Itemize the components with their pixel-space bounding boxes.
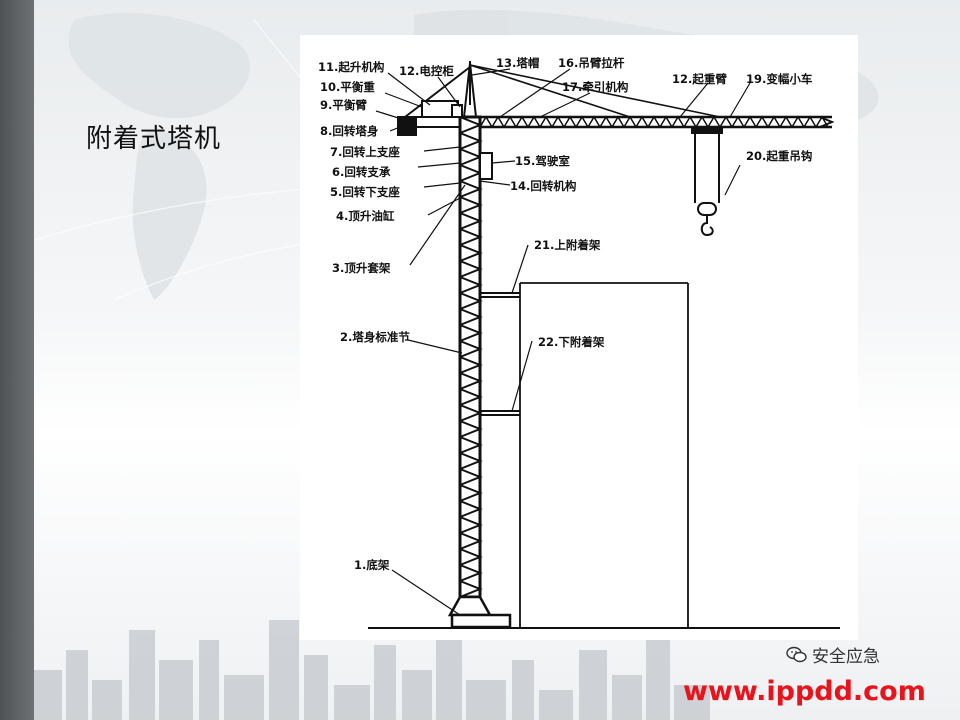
label-upper-slewing-support: 7.回转上支座 xyxy=(330,145,400,159)
lower-tie-frame xyxy=(480,410,520,416)
label-control-cabinet: 12.电控柜 xyxy=(399,64,454,78)
label-counter-jib: 9.平衡臂 xyxy=(320,98,367,112)
base-frame xyxy=(447,595,512,629)
label-slewing-tower: 8.回转塔身 xyxy=(320,124,379,138)
trolley-hook xyxy=(691,126,723,237)
label-tower-cap: 13.塔帽 xyxy=(496,56,539,70)
label-jib: 12.起重臂 xyxy=(672,72,727,86)
account-badge: 安全应急 xyxy=(786,642,880,667)
label-lower-tie-frame: 22.下附着架 xyxy=(538,335,605,349)
label-lifting-hook: 20.起重吊钩 xyxy=(746,149,812,163)
label-jacking-cylinder: 4.顶升油缸 xyxy=(336,209,395,223)
counter-jib xyxy=(397,66,471,136)
label-lower-slewing-support: 5.回转下支座 xyxy=(330,185,400,199)
leader-lines xyxy=(375,68,751,616)
label-jib-tie-rod: 16.吊臂拉杆 xyxy=(558,56,625,70)
label-slewing-bearing: 6.回转支承 xyxy=(332,165,391,179)
building-outline xyxy=(519,282,689,628)
jib xyxy=(479,115,835,129)
site-url-watermark: www.ippdd.com xyxy=(683,676,926,707)
crane-diagram: 11.起升机构 12.电控柜 13.塔帽 16.吊臂拉杆 10.平衡重 17.牵… xyxy=(318,56,840,629)
tower-mast xyxy=(458,115,483,599)
component-labels: 11.起升机构 12.电控柜 13.塔帽 16.吊臂拉杆 10.平衡重 17.牵… xyxy=(318,56,813,572)
label-slewing-mechanism: 14.回转机构 xyxy=(510,179,577,193)
label-base-frame: 1.底架 xyxy=(354,558,390,572)
badge-text: 安全应急 xyxy=(812,647,880,667)
label-traction-mechanism: 17.牵引机构 xyxy=(562,80,629,94)
label-jacking-frame: 3.顶升套架 xyxy=(332,261,391,275)
left-accent-bar xyxy=(0,0,34,720)
crane-figure: 11.起升机构 12.电控柜 13.塔帽 16.吊臂拉杆 10.平衡重 17.牵… xyxy=(300,35,858,640)
label-hoist-mechanism: 11.起升机构 xyxy=(318,60,385,74)
label-upper-tie-frame: 21.上附着架 xyxy=(534,238,601,252)
label-operator-cab: 15.驾驶室 xyxy=(515,154,570,168)
upper-tie-frame xyxy=(480,292,520,298)
slide-title: 附着式塔机 xyxy=(86,124,222,154)
wechat-icon xyxy=(786,646,807,662)
city-skyline-background xyxy=(34,620,710,720)
label-counterweight: 10.平衡重 xyxy=(320,80,375,94)
label-luffing-trolley: 19.变幅小车 xyxy=(746,72,813,86)
label-standard-mast-section: 2.塔身标准节 xyxy=(340,330,410,344)
tower-cap xyxy=(463,61,477,118)
jib-tie-rods xyxy=(469,64,721,118)
operator-cab xyxy=(479,152,493,180)
